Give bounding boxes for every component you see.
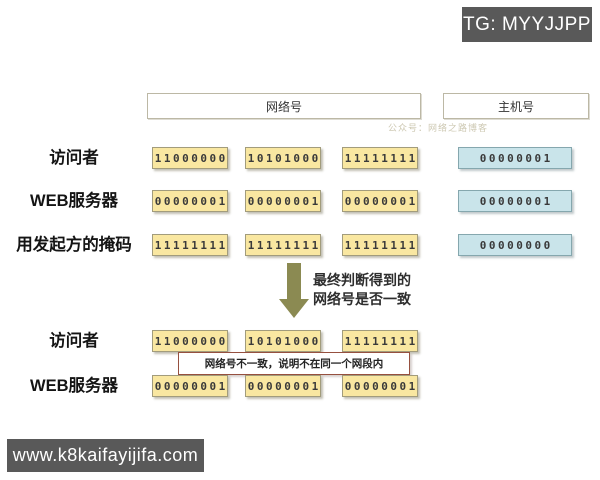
arrow-annotation: 最终判断得到的 网络号是否一致 <box>313 271 411 309</box>
binary-octet-cell: 00000001 <box>342 375 418 397</box>
site-watermark-badge: www.k8kaifayijifa.com <box>7 439 204 472</box>
binary-octet-cell: 00000001 <box>152 375 228 397</box>
binary-octet-cell: 11000000 <box>152 330 228 352</box>
down-arrow-head-icon <box>279 299 309 318</box>
binary-octet-cell: 11111111 <box>342 330 418 352</box>
host-octet-cell: 00000001 <box>458 190 572 212</box>
binary-octet-cell: 00000001 <box>152 190 228 212</box>
row-label-web-server-result: WEB服务器 <box>30 377 118 395</box>
row-label-web-server: WEB服务器 <box>30 192 118 210</box>
row-label-initiator-mask: 用发起方的掩码 <box>16 236 132 254</box>
arrow-annotation-line1: 最终判断得到的 <box>313 272 411 288</box>
binary-octet-cell: 11111111 <box>152 234 228 256</box>
arrow-annotation-line2: 网络号是否一致 <box>313 291 411 307</box>
host-number-header: 主机号 <box>443 93 589 119</box>
binary-octet-cell: 11111111 <box>342 147 418 169</box>
host-octet-cell: 00000000 <box>458 234 572 256</box>
row-label-visitor-result: 访问者 <box>49 332 99 350</box>
conclusion-note: 网络号不一致，说明不在同一个网段内 <box>178 352 410 375</box>
network-number-header: 网络号 <box>147 93 421 119</box>
binary-octet-cell: 00000001 <box>245 190 321 212</box>
row-label-visitor: 访问者 <box>49 149 99 167</box>
binary-octet-cell: 10101000 <box>245 147 321 169</box>
faint-watermark: 公众号：网络之路博客 <box>388 123 489 133</box>
down-arrow-icon <box>287 263 301 300</box>
binary-octet-cell: 11111111 <box>245 234 321 256</box>
binary-octet-cell: 10101000 <box>245 330 321 352</box>
binary-octet-cell: 00000001 <box>342 190 418 212</box>
binary-octet-cell: 00000001 <box>245 375 321 397</box>
host-octet-cell: 00000001 <box>458 147 572 169</box>
tg-watermark-badge: TG: MYYJJPP <box>462 7 592 42</box>
binary-octet-cell: 11000000 <box>152 147 228 169</box>
binary-octet-cell: 11111111 <box>342 234 418 256</box>
